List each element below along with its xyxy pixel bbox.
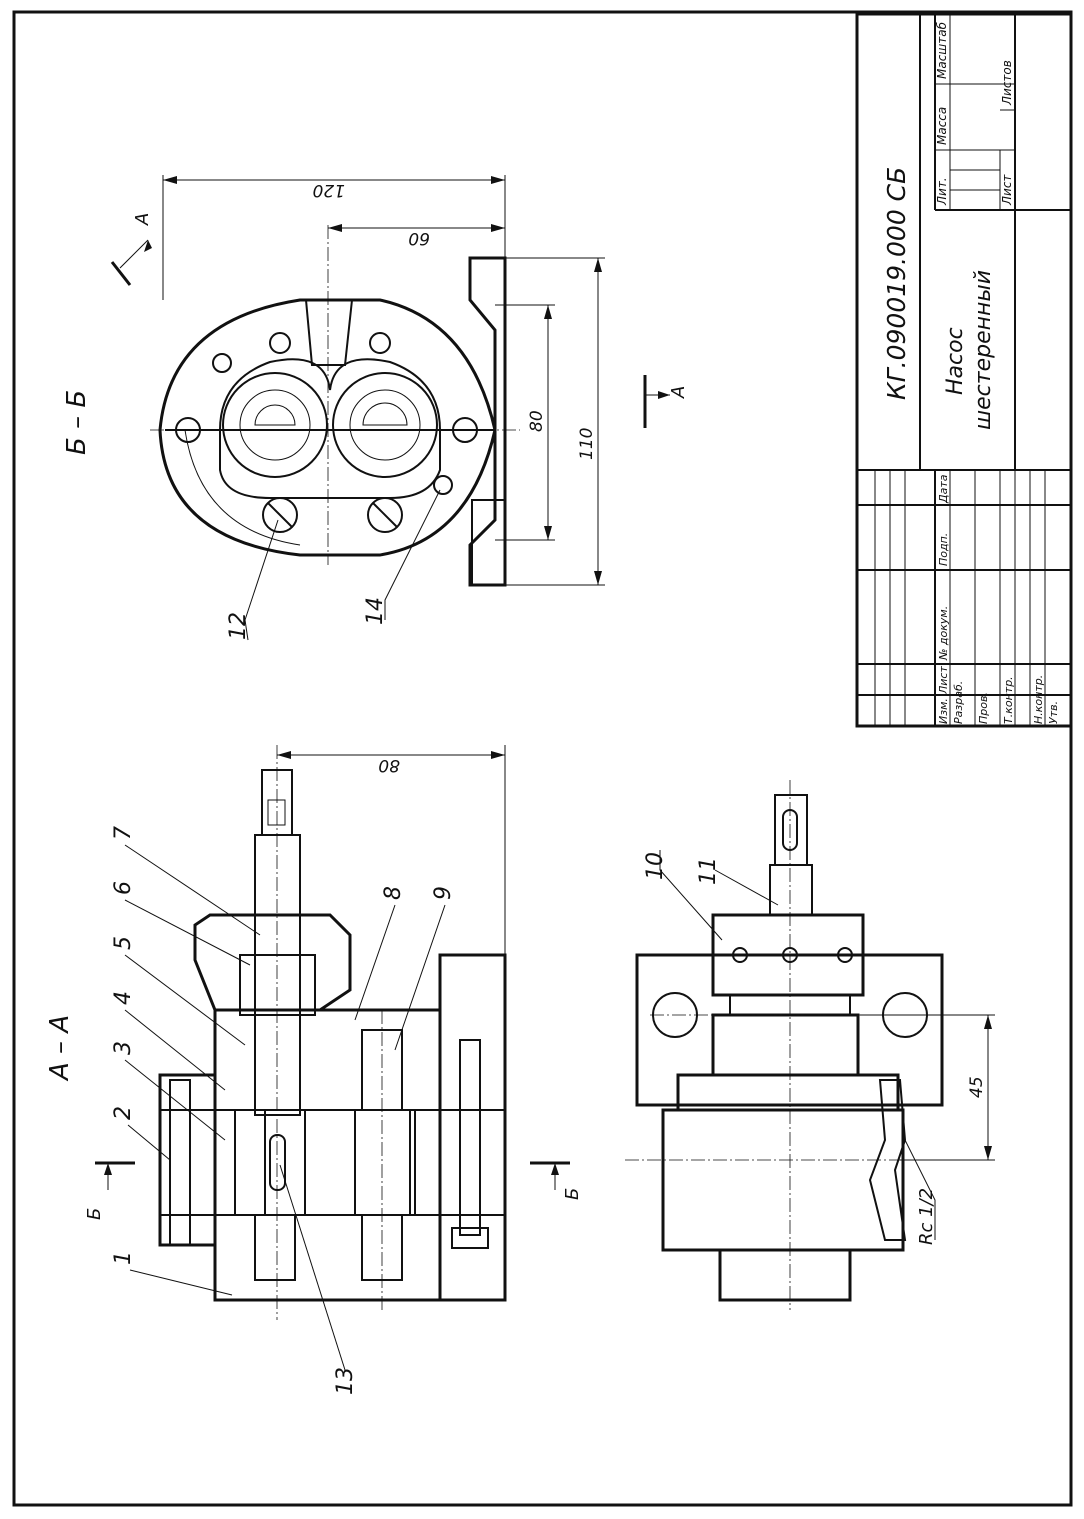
pump-body-section <box>158 298 497 557</box>
hdr-list: Лист <box>937 666 950 695</box>
dim-80-aa: 80 <box>378 755 400 775</box>
callout-9: 9 <box>431 886 456 900</box>
col-sheets: Листов <box>1000 60 1014 106</box>
callout-5: 5 <box>111 936 136 950</box>
inlet-port-rc <box>868 1079 907 1241</box>
col-lit: Лит. <box>935 177 949 206</box>
callout-12: 12 <box>226 612 251 640</box>
thread-rc: Rc 1/2 <box>916 1188 937 1245</box>
section-bb-view: Б – Б <box>62 175 689 641</box>
callout-7: 7 <box>111 826 136 840</box>
role-check: Пров. <box>977 692 990 724</box>
callout-11: 11 <box>696 857 721 885</box>
title-designation: КГ.090019.000 СБ <box>882 167 911 400</box>
col-sheet: Лист <box>1000 174 1014 206</box>
callout-10: 10 <box>643 852 668 880</box>
role-ncontrol: Н.контр. <box>1032 675 1045 724</box>
hdr-izm: Изм. <box>937 698 950 724</box>
callout-8: 8 <box>381 886 406 900</box>
driven-gear <box>332 372 438 478</box>
external-view: 45 Rc 1/2 10 11 <box>625 780 995 1310</box>
title-block: КГ.090019.000 СБ Насос шестеренный Лит. … <box>855 12 1073 728</box>
callout-6: 6 <box>111 881 136 895</box>
callout-14: 14 <box>363 597 388 625</box>
section-aa-label: А – А <box>45 1015 75 1082</box>
cut-b-right: Б <box>562 1188 583 1200</box>
col-scale: Масштаб <box>935 21 949 79</box>
cut-a-bottom: А <box>668 386 689 399</box>
callout-2: 2 <box>111 1106 136 1120</box>
dim-45: 45 <box>967 1076 987 1098</box>
callout-1: 1 <box>111 1251 136 1265</box>
role-dev: Разраб. <box>952 681 965 724</box>
col-mass: Масса <box>935 107 949 145</box>
dim-120: 120 <box>313 180 345 200</box>
cut-a-top: А <box>132 213 153 226</box>
dowel-pin-14 <box>433 475 453 495</box>
pump-flange <box>468 256 507 587</box>
hdr-sign: Подп. <box>937 533 950 566</box>
dim-80-bb: 80 <box>527 410 547 432</box>
cut-b-left: Б <box>84 1208 105 1220</box>
drive-gear <box>222 372 328 478</box>
seal-packing <box>239 954 316 1016</box>
dim-110: 110 <box>577 428 597 460</box>
drive-shaft <box>254 834 301 1116</box>
role-tcontrol: Т.контр. <box>1002 676 1015 724</box>
title-name-line1: Насос <box>943 327 968 395</box>
title-name-line2: шестеренный <box>971 270 996 430</box>
hdr-date: Дата <box>937 474 950 504</box>
dim-60: 60 <box>408 228 430 248</box>
section-bb-label: Б – Б <box>62 390 92 455</box>
callout-4: 4 <box>111 991 136 1005</box>
sheet-frame <box>12 10 1073 1507</box>
screw-12 <box>262 497 298 533</box>
callout-13: 13 <box>333 1367 358 1395</box>
hdr-doc: № докум. <box>937 606 950 661</box>
role-approve: Утв. <box>1047 701 1060 724</box>
gear-cavity <box>219 358 441 499</box>
section-aa-view: А – А 80 <box>45 745 583 1395</box>
callout-3: 3 <box>111 1041 136 1055</box>
